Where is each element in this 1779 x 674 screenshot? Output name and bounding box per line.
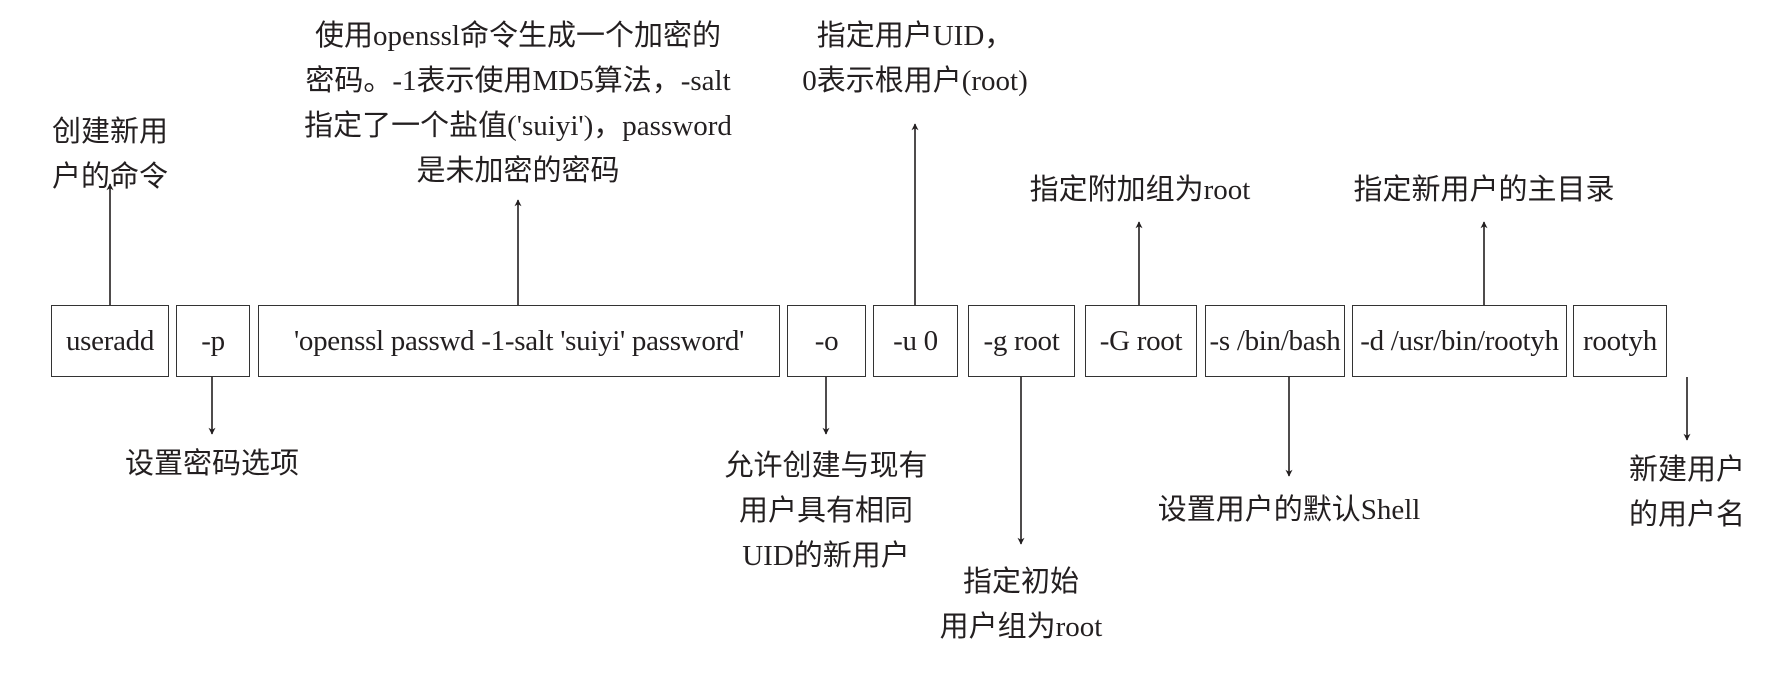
note-u-option: 指定用户UID， 0表示根用户(root)	[785, 14, 1045, 104]
box-username: rootyh	[1573, 305, 1667, 377]
note-line: 是未加密的密码	[416, 155, 620, 187]
box-d-option: -d /usr/bin/rootyh	[1352, 305, 1567, 377]
box-o-label: -o	[814, 324, 839, 357]
box-d-label: -d /usr/bin/rootyh	[1360, 324, 1559, 357]
note-line: 指定附加组为root	[1029, 174, 1251, 206]
note-line: 允许创建与现有	[724, 450, 928, 482]
note-G-option: 指定附加组为root	[1000, 168, 1280, 213]
note-username: 新建用户 的用户名	[1617, 448, 1757, 538]
box-G-option: -G root	[1085, 305, 1197, 377]
note-line: UID的新用户	[742, 540, 910, 572]
note-line: 设置密码选项	[124, 448, 299, 480]
note-line: 0表示根用户(root)	[802, 65, 1028, 97]
box-g-label: -g root	[983, 324, 1060, 357]
note-line: 用户组为root	[939, 611, 1103, 643]
box-openssl: 'openssl passwd -1-salt 'suiyi' password…	[258, 305, 780, 377]
box-p-option: -p	[176, 305, 250, 377]
box-u-option: -u 0	[873, 305, 958, 377]
note-line: 设置用户的默认Shell	[1157, 494, 1421, 526]
note-d-option: 指定新用户的主目录	[1334, 168, 1634, 213]
box-openssl-label: 'openssl passwd -1-salt 'suiyi' password…	[293, 324, 744, 357]
note-p-option: 设置密码选项	[102, 442, 322, 487]
note-line: 使用openssl命令生成一个加密的	[314, 20, 721, 52]
note-line: 的用户名	[1628, 499, 1745, 531]
note-line: 户的命令	[51, 161, 168, 193]
note-line: 新建用户	[1628, 454, 1745, 486]
note-s-option: 设置用户的默认Shell	[1119, 488, 1459, 533]
note-line: 密码。-1表示使用MD5算法，-salt	[305, 65, 731, 97]
box-u-label: -u 0	[893, 324, 938, 357]
note-line: 指定初始	[962, 566, 1079, 598]
note-line: 指定了一个盐值('suiyi')，password	[304, 110, 732, 142]
box-useradd-label: useradd	[65, 324, 155, 357]
box-s-option: -s /bin/bash	[1205, 305, 1345, 377]
box-p-label: -p	[201, 324, 225, 357]
note-line: 用户具有相同	[738, 495, 913, 527]
note-line: 指定用户UID，	[816, 20, 1014, 52]
note-o-option: 允许创建与现有 用户具有相同 UID的新用户	[706, 444, 946, 579]
box-s-label: -s /bin/bash	[1209, 324, 1341, 357]
box-o-option: -o	[787, 305, 866, 377]
note-line: 指定新用户的主目录	[1353, 174, 1615, 206]
note-useradd: 创建新用 户的命令	[40, 110, 180, 200]
note-g-option: 指定初始 用户组为root	[911, 560, 1131, 650]
box-G-label: -G root	[1099, 324, 1183, 357]
box-g-option: -g root	[968, 305, 1075, 377]
note-openssl: 使用openssl命令生成一个加密的 密码。-1表示使用MD5算法，-salt …	[258, 14, 778, 194]
box-username-label: rootyh	[1583, 324, 1657, 357]
box-useradd: useradd	[51, 305, 169, 377]
note-line: 创建新用	[51, 116, 168, 148]
